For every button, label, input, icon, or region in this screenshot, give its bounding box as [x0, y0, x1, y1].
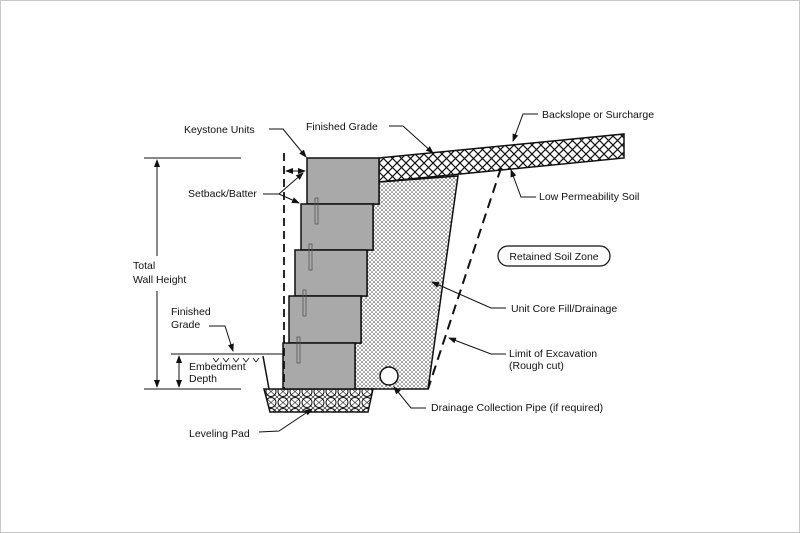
label-finished-grade-top: Finished Grade	[306, 121, 378, 133]
backslope-soil	[378, 133, 625, 183]
label-low-permeability: Low Permeability Soil	[539, 191, 639, 203]
label-embedment-1: Embedment	[189, 361, 246, 373]
label-drainage-pipe: Drainage Collection Pipe (if required)	[431, 402, 603, 414]
label-wall-height: Wall Height	[133, 274, 186, 286]
label-embedment-2: Depth	[189, 373, 217, 385]
label-retained-soil-zone: Retained Soil Zone	[509, 251, 598, 263]
leader-lines	[209, 113, 538, 433]
label-unit-core-fill: Unit Core Fill/Drainage	[511, 303, 617, 315]
label-keystone-units: Keystone Units	[184, 124, 255, 136]
label-leveling-pad: Leveling Pad	[189, 428, 250, 440]
label-backslope: Backslope or Surcharge	[542, 109, 654, 121]
retained-soil-zone-pill	[497, 245, 611, 267]
total-height-dimension	[144, 157, 306, 390]
drainage-pipe	[379, 366, 399, 386]
label-limit-2: (Rough cut)	[509, 360, 564, 372]
leveling-pad	[263, 388, 374, 413]
label-total: Total	[133, 260, 155, 272]
label-finished-grade-left-1: Finished	[171, 306, 211, 318]
label-limit-1: Limit of Excavation	[509, 348, 597, 360]
label-setback: Setback/Batter	[188, 188, 257, 200]
labels: Keystone Units Finished Grade Backslope …	[133, 109, 654, 440]
keystone-blocks	[282, 157, 380, 390]
label-finished-grade-left-2: Grade	[171, 319, 200, 331]
excavation-line	[427, 167, 502, 390]
ground-left	[171, 353, 283, 390]
